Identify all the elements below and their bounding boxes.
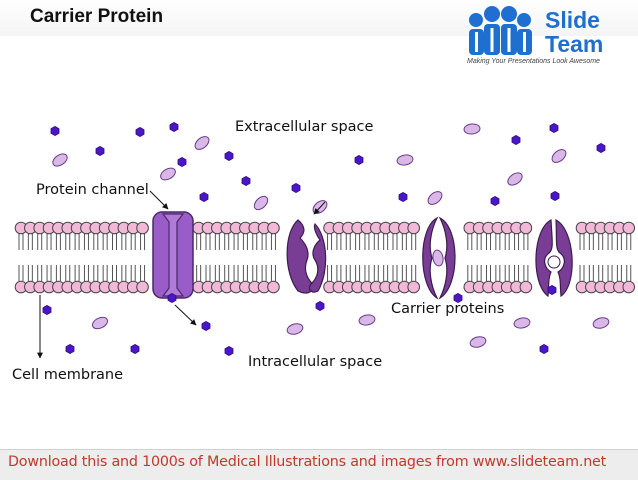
hexagon-molecule [453, 292, 463, 304]
oval-molecule [469, 336, 487, 348]
carrier-protein-right-half [438, 216, 456, 300]
label-protein-channel: Protein channel [36, 182, 149, 198]
oval-molecule [160, 167, 176, 181]
molecules [42, 121, 610, 357]
lipid-bilayer [14, 221, 636, 294]
hexagon-molecule [511, 134, 521, 146]
oval-molecule [592, 317, 610, 329]
hexagon-molecule [596, 142, 606, 154]
oval-molecule [91, 316, 109, 330]
hexagon-molecule [354, 154, 364, 166]
oval-molecule [551, 149, 567, 163]
hexagon-molecule [224, 345, 234, 357]
hexagon-molecule [398, 191, 408, 203]
slideteam-logo: Slide Team Making Your Presentations Loo… [462, 0, 638, 72]
lipid-head [267, 221, 280, 235]
footer-download-text: Download this and 1000s of Medical Illus… [8, 454, 607, 470]
oval-molecule [513, 317, 531, 329]
oval-molecule [253, 195, 269, 211]
hexagon-molecule [50, 125, 60, 137]
oval-molecule [507, 172, 523, 186]
carrier-protein-diagram: Extracellular space Protein channel Carr… [12, 119, 636, 383]
hexagon-molecule [224, 150, 234, 162]
hexagon-molecule [291, 182, 301, 194]
logo-word-team: Team [545, 31, 604, 57]
lipid-head [407, 280, 421, 294]
hexagon-molecule [167, 292, 177, 304]
carrier-protein-left-half [535, 219, 553, 298]
footer-band [0, 449, 638, 480]
hexagon-molecule [201, 320, 211, 332]
oval-molecule [286, 323, 304, 335]
lipid-head [407, 221, 421, 235]
label-cell-membrane: Cell membrane [12, 367, 123, 383]
carrier-protein-right-half [308, 222, 327, 293]
protein-channel-pore [161, 213, 185, 297]
oval-molecule [427, 191, 443, 205]
label-extracellular-space: Extracellular space [235, 119, 374, 135]
hexagon-molecule [241, 175, 251, 187]
label-carrier-proteins: Carrier proteins [391, 301, 504, 317]
hexagon-molecule [169, 121, 179, 133]
lipid-head [622, 280, 636, 294]
lipid-head [519, 221, 533, 235]
hexagon-molecule [490, 195, 500, 207]
carrier-protein-right-half [555, 218, 573, 298]
hexagon-molecule [315, 300, 325, 312]
carrier-binding-site [547, 255, 561, 269]
oval-molecule [358, 314, 376, 326]
page-title: Carrier Protein [30, 6, 164, 27]
oval-molecule [432, 249, 444, 267]
label-intracellular-space: Intracellular space [248, 354, 382, 370]
hexagon-molecule [547, 284, 557, 296]
hexagon-molecule [177, 156, 187, 168]
header-band [0, 0, 638, 36]
oval-molecule [194, 136, 210, 150]
carrier-protein-left-half [422, 216, 439, 300]
hexagon-molecule [539, 343, 549, 355]
membrane-proteins [152, 211, 573, 300]
arrow-protein-channel [149, 190, 169, 210]
oval-molecule [463, 123, 481, 135]
hexagon-molecule [130, 343, 140, 355]
arrow-carrier-entry [313, 201, 326, 215]
oval-molecule [396, 154, 414, 166]
arrow-channel-exit [174, 304, 197, 326]
hexagon-molecule [42, 304, 52, 316]
hexagon-molecule [135, 126, 145, 138]
hexagon-molecule [549, 122, 559, 134]
logo-tagline: Making Your Presentations Look Awesome [467, 58, 600, 65]
logo-word-slide: Slide [545, 7, 600, 33]
hexagon-molecule [199, 191, 209, 203]
oval-molecule [52, 153, 68, 167]
lipid-head [136, 221, 149, 235]
lipid-head [519, 280, 533, 294]
lipid-head [622, 221, 636, 235]
hexagon-molecule [95, 145, 105, 157]
lipid-head [267, 280, 280, 294]
hexagon-molecule [65, 343, 75, 355]
people-logo-icon [469, 6, 532, 55]
hexagon-molecule [550, 190, 560, 202]
lipid-head [136, 280, 149, 294]
carrier-protein-left-half [286, 219, 316, 294]
